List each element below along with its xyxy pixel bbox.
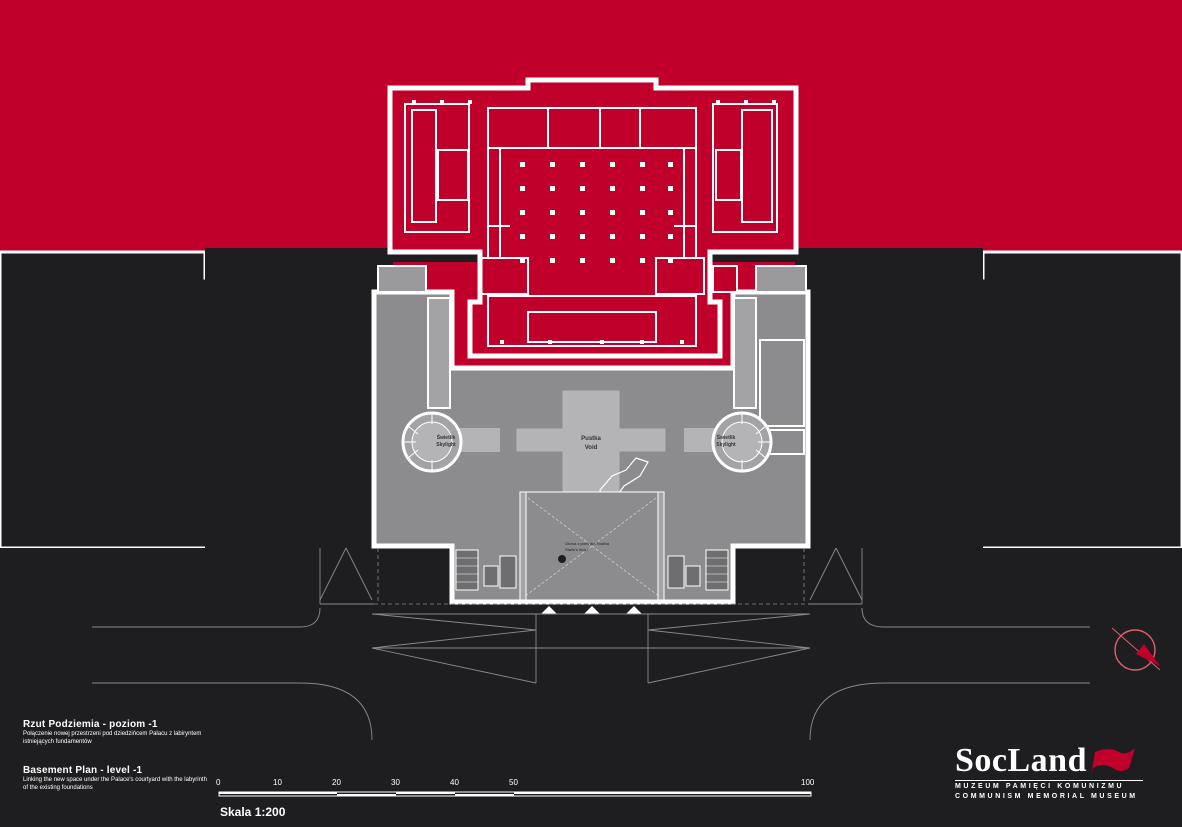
skylight-left-label-pl: Świetlik	[437, 434, 456, 441]
scale-tick-40: 40	[450, 778, 459, 787]
courtyard-diagonals	[519, 491, 665, 601]
north-arrow-icon	[1111, 627, 1161, 671]
scale-tick-10: 10	[273, 778, 282, 787]
courtyard-dark-band-left	[205, 248, 393, 548]
caption-english-title: Basement Plan - level -1	[23, 765, 143, 776]
left-gallery	[427, 297, 451, 409]
statue-marker-dot	[558, 555, 566, 563]
scale-bar	[218, 791, 812, 797]
logo-wordmark: SocLand	[955, 742, 1087, 779]
scale-label: Skala 1:200	[220, 805, 286, 819]
scale-tick-30: 30	[391, 778, 400, 787]
shaft-box-right	[712, 265, 738, 293]
statue-label-en: Stalin's head	[565, 547, 588, 552]
skylight-right-label-pl: Świetlik	[717, 434, 736, 441]
caption-english: Basement Plan - level -1 Linking the new…	[23, 765, 213, 792]
right-gallery	[733, 297, 757, 409]
scale-tick-100: 100	[801, 778, 815, 787]
stairs-bottom-right	[667, 549, 729, 591]
palace-pillar-grid	[412, 100, 776, 344]
red-flag-icon	[1091, 748, 1135, 776]
palace-interior-walls	[404, 103, 778, 347]
caption-polish-title: Rzut Podziemia - poziom -1	[23, 719, 158, 730]
stair-box-right	[755, 265, 807, 293]
logo-divider	[955, 780, 1143, 781]
right-side-room-lower	[769, 429, 805, 455]
entrance-triangle-icon-1	[541, 606, 557, 614]
void-label-en: Void	[585, 445, 598, 451]
caption-polish: Rzut Podziemia - poziom -1 Połączenie no…	[23, 719, 213, 746]
right-building-footprint	[946, 250, 1182, 550]
street-lines	[92, 547, 1090, 741]
skylight-left	[401, 411, 463, 473]
right-side-rooms	[759, 339, 805, 427]
caption-polish-subtitle: Połączenie nowej przestrzeni pod dziedzi…	[23, 731, 202, 745]
logo-line-english: COMMUNISM MEMORIAL MUSEUM	[955, 793, 1138, 800]
skylight-right-label-en: Skylight	[716, 442, 736, 448]
street-dashed-line	[374, 548, 808, 605]
socland-logo: SocLand MUZEUM PAMIĘCI KOMUNIZMU COMMUNI…	[955, 744, 1155, 802]
entrance-triangle-icon-3	[626, 606, 642, 614]
skylight-right	[711, 411, 773, 473]
logo-line-polish: MUZEUM PAMIĘCI KOMUNIZMU	[955, 783, 1125, 790]
stairs-bottom-left	[455, 549, 517, 591]
skylight-left-label-en: Skylight	[436, 442, 456, 448]
scale-tick-20: 20	[332, 778, 341, 787]
courtyard-column-right	[657, 491, 665, 601]
caption-english-subtitle: Linking the new space under the Palace's…	[23, 777, 207, 791]
stair-treads	[456, 557, 728, 583]
entrance-triangle-icon-2	[584, 606, 600, 614]
scale-tick-50: 50	[509, 778, 518, 787]
courtyard-column-left	[519, 491, 527, 601]
void-label-pl: Pustka	[581, 436, 601, 442]
courtyard-dark-band-right	[795, 248, 983, 548]
statue-label-pl: Głowa z pomnika Stalina	[565, 541, 610, 546]
stair-box-left	[377, 265, 427, 293]
scale-tick-0: 0	[216, 778, 221, 787]
